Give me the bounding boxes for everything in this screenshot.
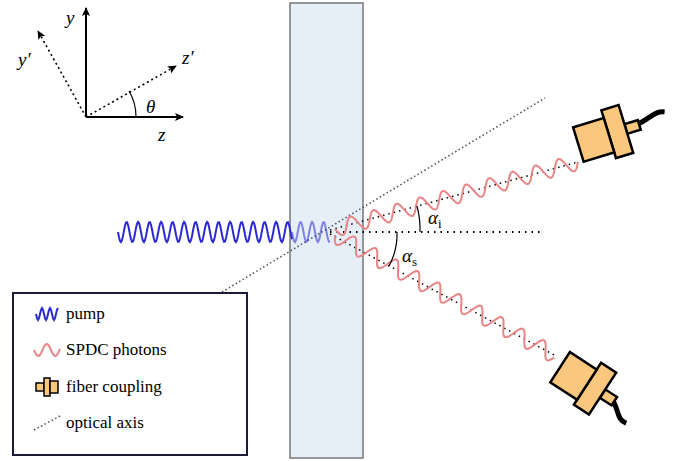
legend-text: SPDC photons	[66, 341, 167, 358]
pump-wave	[118, 222, 292, 242]
legend-sample	[36, 308, 58, 320]
angle-arc	[389, 232, 397, 266]
legend-text: pump	[66, 305, 105, 322]
axes	[38, 8, 183, 117]
legend-text: fiber coupling	[66, 378, 162, 395]
legend-text: optical axis	[66, 414, 144, 431]
idler-path	[330, 162, 578, 230]
math-label: z′	[182, 48, 194, 67]
legend-sample	[34, 416, 60, 430]
legend-sample	[36, 378, 58, 396]
angle-arc	[417, 206, 420, 232]
pump-wave	[292, 222, 330, 242]
legend-box: pumpSPDC photons fiber coupling optical ax…	[12, 292, 248, 456]
idler-wave	[335, 159, 578, 235]
math-label: z	[158, 125, 165, 144]
legend-sample	[34, 344, 60, 356]
fiber-coupler	[571, 93, 673, 168]
crystal	[290, 3, 363, 458]
math-label: θ	[146, 97, 155, 116]
reference-line	[330, 231, 540, 233]
fiber-coupler	[547, 345, 646, 434]
math-label: αi	[428, 208, 442, 230]
math-label: y	[66, 8, 74, 27]
signal-path	[330, 234, 556, 356]
math-label: αs	[402, 246, 417, 268]
math-label: y′	[18, 50, 31, 69]
signal-wave	[335, 235, 554, 360]
